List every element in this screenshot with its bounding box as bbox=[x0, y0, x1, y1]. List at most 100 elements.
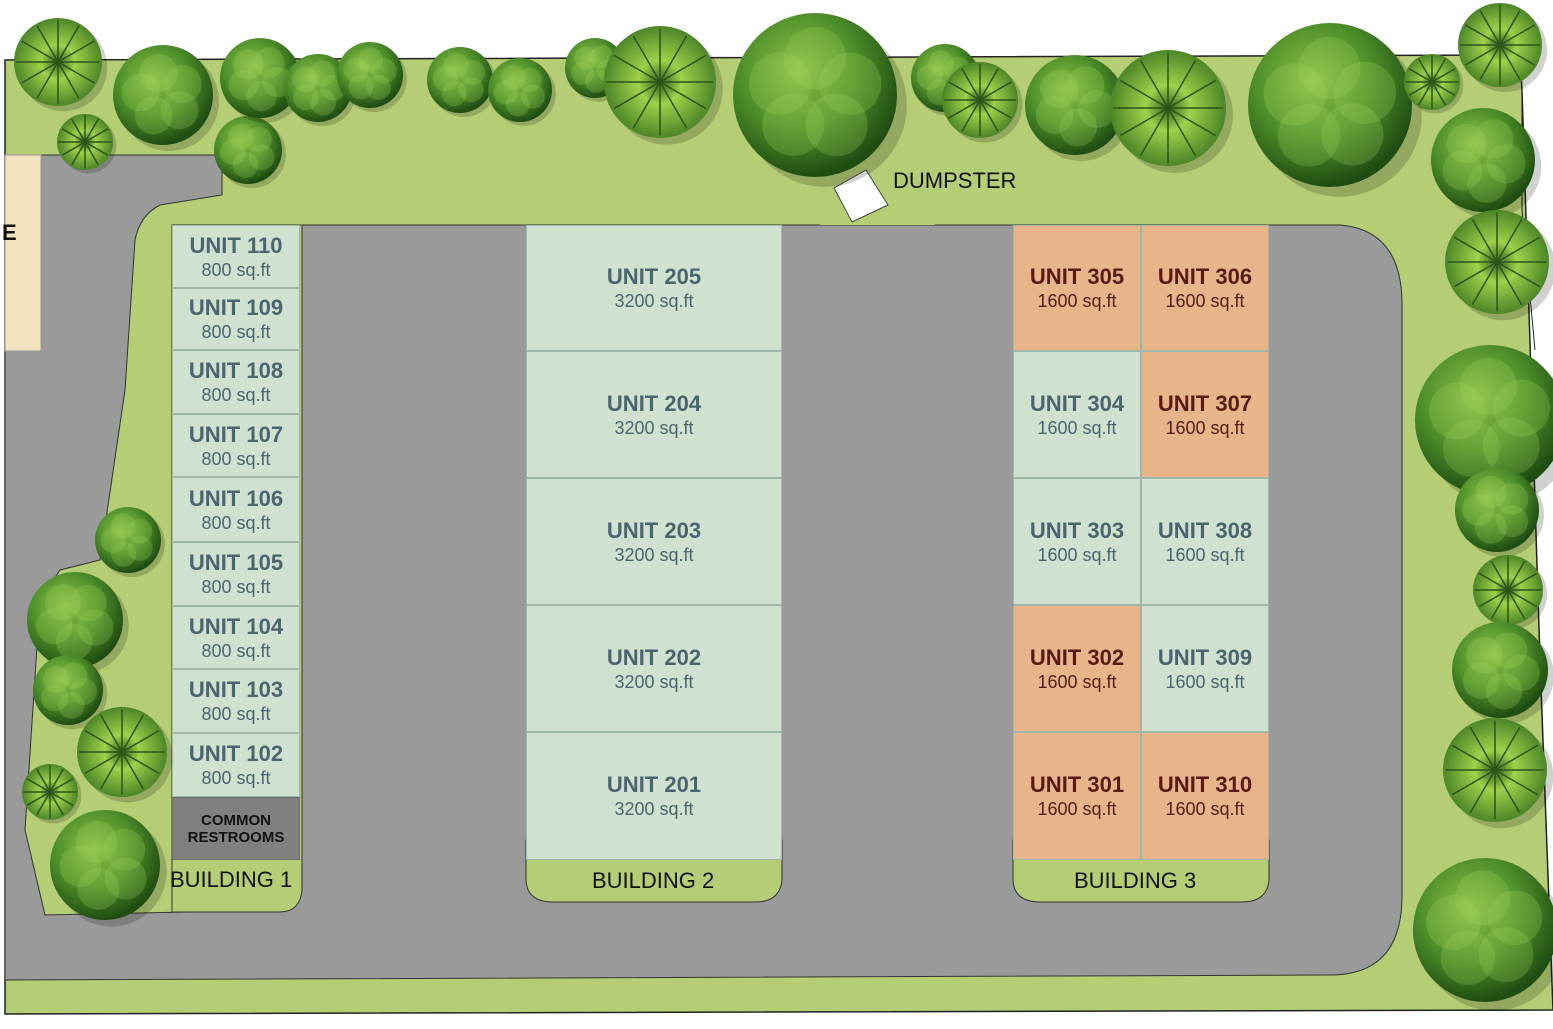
tree-icon bbox=[1413, 858, 1553, 1011]
unit-name: UNIT 307 bbox=[1157, 390, 1253, 416]
tree-icon bbox=[1025, 55, 1131, 161]
unit-name: UNIT 105 bbox=[188, 550, 284, 575]
unit-name: UNIT 310 bbox=[1157, 772, 1253, 797]
restroom-label-line2: RESTROOMS bbox=[187, 828, 285, 846]
unit-name: UNIT 309 bbox=[1157, 644, 1253, 670]
unit-name: UNIT 304 bbox=[1029, 390, 1125, 416]
unit-name: UNIT 108 bbox=[188, 358, 284, 383]
unit-size: 1600 sq.ft bbox=[1037, 671, 1117, 692]
unit-name: UNIT 306 bbox=[1157, 264, 1253, 289]
palm-tree-icon bbox=[1110, 50, 1233, 173]
unit-name: UNIT 305 bbox=[1029, 264, 1125, 289]
tree-icon bbox=[33, 655, 108, 730]
unit-size: 1600 sq.ft bbox=[1037, 417, 1117, 438]
unit-name: UNIT 301 bbox=[1029, 772, 1125, 797]
unit-size: 1600 sq.ft bbox=[1037, 544, 1117, 565]
unit-size: 800 sq.ft bbox=[201, 704, 271, 724]
tree-icon bbox=[113, 45, 219, 151]
unit-size: 800 sq.ft bbox=[201, 322, 271, 342]
tree-icon bbox=[220, 38, 305, 123]
restroom-label-line1: COMMON bbox=[201, 811, 271, 829]
tree-icon bbox=[27, 572, 129, 674]
unit-size: 800 sq.ft bbox=[201, 768, 271, 788]
unit-name: UNIT 302 bbox=[1029, 644, 1125, 670]
palm-tree-icon bbox=[14, 18, 108, 112]
building3-label: BUILDING 3 bbox=[1074, 868, 1197, 893]
tree-icon bbox=[1248, 23, 1422, 197]
unit-name: UNIT 107 bbox=[188, 421, 284, 447]
unit-size: 800 sq.ft bbox=[201, 259, 271, 280]
palm-tree-icon bbox=[1445, 210, 1553, 321]
tree-icon bbox=[1452, 622, 1553, 724]
unit-name: UNIT 204 bbox=[606, 390, 702, 416]
unit-size: 800 sq.ft bbox=[201, 512, 271, 533]
palm-tree-icon bbox=[1473, 555, 1548, 630]
unit-size: 1600 sq.ft bbox=[1165, 544, 1245, 565]
unit-name: UNIT 106 bbox=[188, 485, 284, 511]
palm-tree-icon bbox=[1404, 54, 1464, 114]
unit-size: 3200 sq.ft bbox=[614, 544, 694, 565]
palm-tree-icon bbox=[1443, 718, 1553, 829]
unit-size: 1600 sq.ft bbox=[1165, 417, 1245, 438]
unit-size: 3200 sq.ft bbox=[614, 671, 694, 692]
palm-tree-icon bbox=[604, 26, 723, 145]
unit-name: UNIT 308 bbox=[1157, 517, 1253, 543]
unit-size: 800 sq.ft bbox=[201, 640, 271, 661]
unit-size: 1600 sq.ft bbox=[1165, 291, 1245, 311]
dumpster-pad bbox=[833, 169, 889, 223]
tree-icon bbox=[95, 507, 165, 577]
unit-size: 800 sq.ft bbox=[201, 385, 271, 405]
unit-name: UNIT 202 bbox=[606, 644, 702, 670]
tree-icon bbox=[488, 58, 556, 126]
palm-tree-icon bbox=[1458, 3, 1548, 93]
building1-label: BUILDING 1 bbox=[170, 867, 293, 892]
tree-icon bbox=[733, 13, 907, 187]
unit-name: UNIT 205 bbox=[606, 264, 702, 289]
unit-size: 1600 sq.ft bbox=[1165, 671, 1245, 692]
unit-name: UNIT 201 bbox=[606, 772, 702, 797]
unit-size: 1600 sq.ft bbox=[1165, 799, 1245, 819]
tree-icon bbox=[50, 810, 167, 927]
unit-size: 3200 sq.ft bbox=[614, 417, 694, 438]
trees-layer bbox=[14, 3, 1553, 1011]
palm-tree-icon bbox=[77, 707, 173, 803]
unit-size: 3200 sq.ft bbox=[614, 799, 694, 819]
tree-icon bbox=[1455, 468, 1545, 558]
unit-name: UNIT 109 bbox=[188, 295, 284, 320]
unit-size: 800 sq.ft bbox=[201, 448, 271, 469]
tree-icon bbox=[427, 47, 497, 117]
unit-size: 1600 sq.ft bbox=[1037, 291, 1117, 311]
unit-name: UNIT 303 bbox=[1029, 517, 1125, 543]
palm-tree-icon bbox=[22, 764, 82, 824]
common-restrooms[interactable]: COMMON RESTROOMS bbox=[172, 797, 300, 860]
tree-icon bbox=[1415, 345, 1553, 504]
unit-name: UNIT 203 bbox=[606, 517, 702, 543]
unit-name: UNIT 103 bbox=[188, 677, 284, 702]
unit-size: 800 sq.ft bbox=[201, 577, 271, 597]
